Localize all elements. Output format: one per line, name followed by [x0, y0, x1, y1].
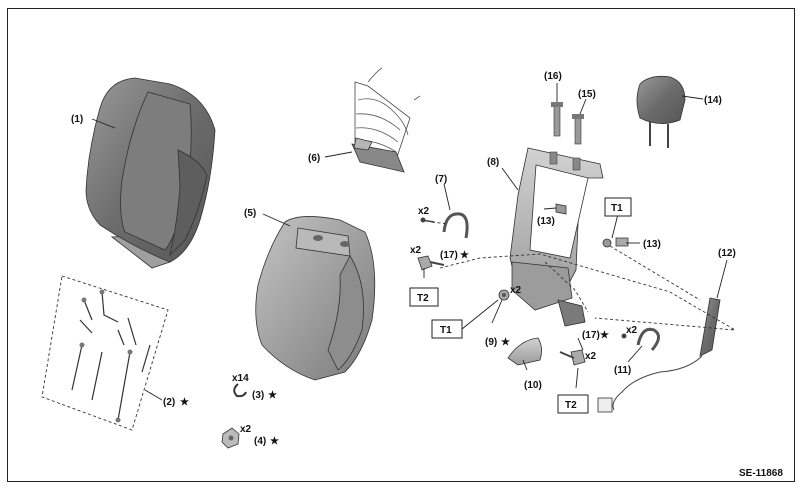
- figure-border: [7, 8, 795, 482]
- clip-part-4: [221, 427, 240, 449]
- bracket-part-13: [555, 203, 567, 215]
- seat-back-cover-part: [85, 77, 216, 269]
- callout-8: (8): [487, 157, 499, 168]
- quantity-9: x2: [510, 285, 522, 296]
- lumbar-support-part: [351, 67, 421, 173]
- star-4: ★: [270, 436, 279, 447]
- cover-part-10: [507, 337, 542, 366]
- alignment-line-3: [431, 221, 449, 225]
- wire-set-part: [41, 275, 169, 431]
- torque-box-t1-upper: [604, 197, 632, 217]
- callout-13-lower: (13): [643, 239, 661, 250]
- callout-10: (10): [524, 380, 542, 391]
- callout-7: (7): [435, 174, 447, 185]
- nut-part-9: [498, 289, 510, 301]
- leader-t1-lower: [461, 299, 499, 330]
- callout-16: (16): [544, 71, 562, 82]
- airbag-module-part: [597, 297, 721, 413]
- callout-14: (14): [704, 95, 722, 106]
- torque-label-t2-left: T2: [417, 293, 429, 304]
- quantity-17-left: x2: [410, 245, 422, 256]
- torque-box-t2-left: [409, 287, 439, 307]
- alignment-line-1: [439, 253, 736, 331]
- headrest-part: [636, 75, 686, 148]
- star-17-left: ★: [460, 250, 469, 261]
- callout-3: (3): [252, 390, 264, 401]
- callout-5: (5): [244, 208, 256, 219]
- callout-17-right: (17): [582, 330, 600, 341]
- alignment-line-4: [544, 261, 589, 313]
- quantity-7: x2: [418, 206, 430, 217]
- callout-13-upper: (13): [537, 216, 555, 227]
- callout-4: (4): [254, 436, 266, 447]
- callout-2: (2): [163, 397, 175, 408]
- callout-9: (9): [485, 337, 497, 348]
- bolt-part-17-right: [559, 349, 586, 366]
- bracket-part-11: [621, 327, 660, 351]
- star-9: ★: [501, 337, 510, 348]
- figure-reference: SE-11868: [739, 468, 783, 479]
- torque-label-t2-lower: T2: [565, 400, 577, 411]
- callout-17-left: (17): [440, 250, 458, 261]
- seat-back-pad-part: [255, 216, 376, 381]
- alignment-line-2: [609, 245, 701, 301]
- bolt-part-17-left: [417, 255, 445, 271]
- quantity-3: x14: [232, 373, 249, 384]
- bracket-part-13b: [602, 237, 629, 248]
- star-17-right: ★: [600, 330, 609, 341]
- callout-12: (12): [718, 248, 736, 259]
- clip-part: [233, 383, 247, 398]
- quantity-11: x2: [626, 325, 638, 336]
- callout-6: (6): [308, 153, 320, 164]
- bracket-part-7: [420, 212, 469, 239]
- leader-lines: [91, 83, 728, 401]
- torque-label-t1-lower: T1: [440, 325, 452, 336]
- star-3: ★: [268, 390, 277, 401]
- torque-box-t2-lower: [557, 394, 589, 414]
- quantity-17-right: x2: [585, 351, 597, 362]
- star-2: ★: [180, 397, 189, 408]
- callout-11: (11): [614, 365, 631, 376]
- quantity-4: x2: [240, 424, 252, 435]
- torque-label-t1-upper: T1: [611, 203, 623, 214]
- callout-15: (15): [578, 89, 596, 100]
- callout-1: (1): [71, 114, 83, 125]
- headrest-guide-part: [551, 102, 584, 145]
- seat-back-frame-part: [509, 147, 604, 327]
